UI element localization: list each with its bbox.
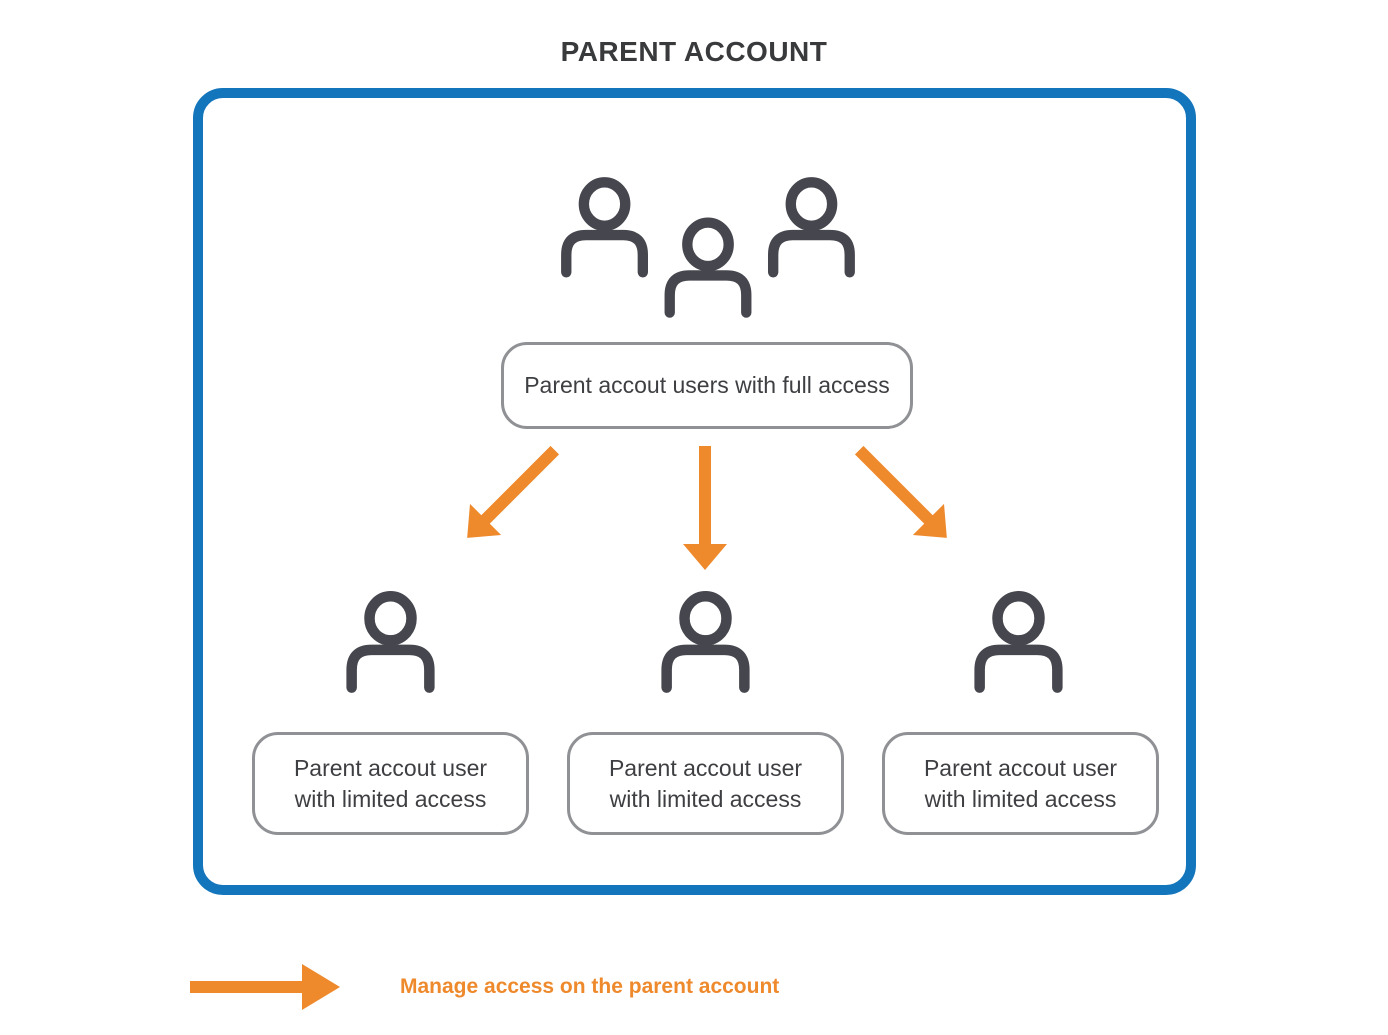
- limited-access-node: Parent accout user with limited access: [882, 732, 1159, 835]
- arrow-down-icon: [683, 446, 727, 570]
- full-access-label: Parent accout users with full access: [524, 372, 890, 398]
- user-icon: [343, 590, 438, 695]
- legend: Manage access on the parent account: [190, 962, 779, 1012]
- arrow-down-right-icon: [843, 434, 963, 554]
- limited-access-node: Parent accout user with limited access: [567, 732, 844, 835]
- legend-label: Manage access on the parent account: [400, 975, 780, 998]
- user-icon: [971, 590, 1066, 695]
- group-users-icon: [558, 176, 858, 321]
- parent-account-frame: Parent accout users with full access Par…: [193, 88, 1196, 895]
- page-title: PARENT ACCOUNT: [560, 36, 828, 67]
- limited-access-label: Parent accout user with limited access: [608, 755, 803, 812]
- limited-access-label: Parent accout user with limited access: [293, 755, 488, 812]
- full-access-node: Parent accout users with full access: [501, 342, 913, 429]
- limited-access-label: Parent accout user with limited access: [923, 755, 1118, 812]
- arrow-down-left-icon: [451, 434, 571, 554]
- group-users-svg: [558, 176, 858, 321]
- legend-right-arrow-icon: [190, 964, 340, 1010]
- user-icon: [658, 590, 753, 695]
- limited-access-node: Parent accout user with limited access: [252, 732, 529, 835]
